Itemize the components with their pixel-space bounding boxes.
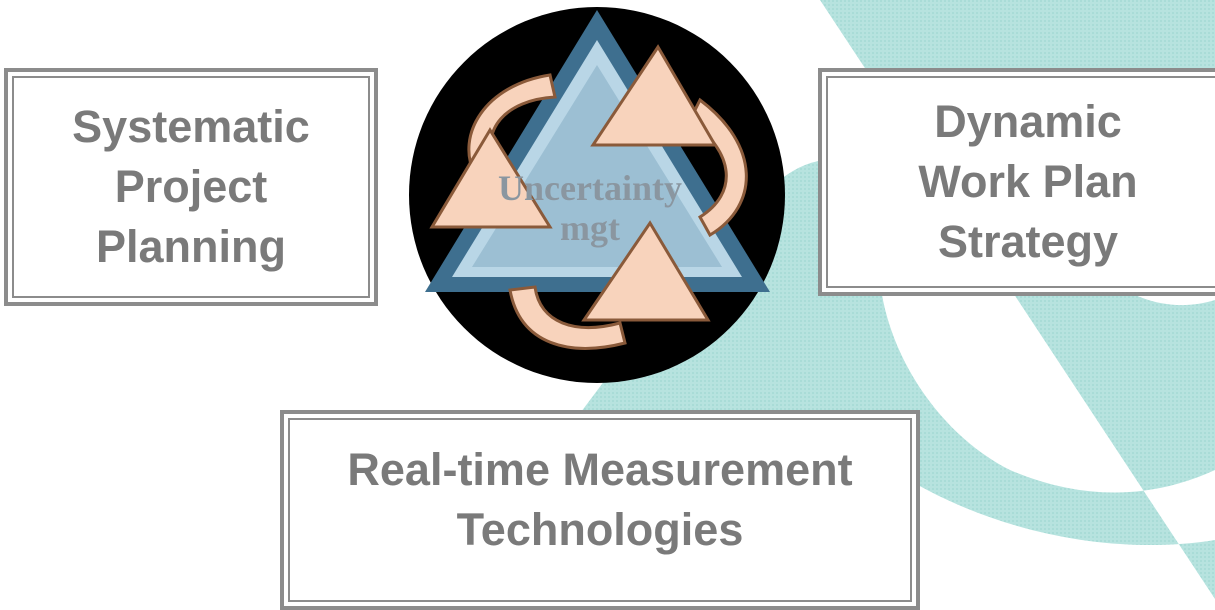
uncertainty-hub-graphic bbox=[409, 7, 785, 383]
arrowhead-top bbox=[590, 44, 718, 147]
cycle-arrows bbox=[429, 44, 748, 350]
hub-label: Uncertainty mgt bbox=[498, 168, 682, 248]
box-label: Dynamic Work Plan Strategy bbox=[918, 96, 1138, 267]
arrow-band-right bbox=[688, 97, 748, 238]
box-dynamic-work-plan-strategy: Dynamic Work Plan Strategy bbox=[818, 68, 1215, 296]
box-label: Systematic Project Planning bbox=[72, 101, 310, 272]
box-label: Real-time Measurement Technologies bbox=[347, 444, 853, 555]
arrow-band-bottom bbox=[508, 285, 627, 350]
box-real-time-measurement-technologies: Real-time Measurement Technologies bbox=[280, 410, 920, 610]
arrowhead-left bbox=[429, 127, 553, 229]
box-systematic-project-planning: Systematic Project Planning bbox=[4, 68, 378, 306]
arrowhead-bottom bbox=[581, 220, 711, 322]
